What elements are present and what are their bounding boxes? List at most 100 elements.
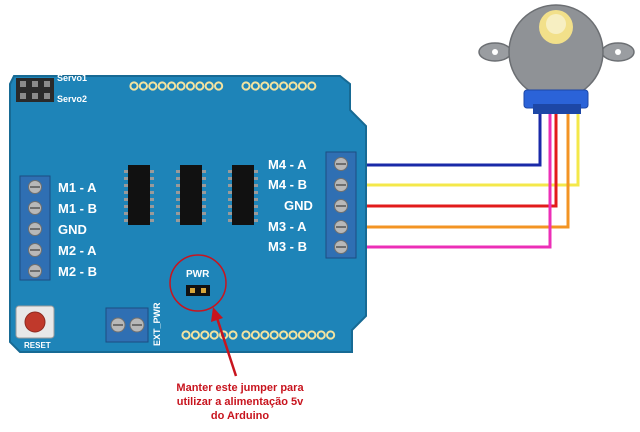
jumper-annotation: Manter este jumper para utilizar a alime… [176, 382, 304, 422]
servo2-label: Servo2 [57, 94, 87, 104]
wire-blue [358, 112, 542, 167]
header-pin-hole [181, 330, 191, 340]
header-pin-hole [307, 81, 317, 91]
ic-chip-leg [254, 177, 258, 180]
header-pin-hole [190, 330, 200, 340]
ic-chip-leg [202, 212, 206, 215]
bottom-header-pins [181, 330, 336, 340]
ic-chip-leg [124, 219, 128, 222]
ic-chip-leg [150, 177, 154, 180]
wires [358, 112, 580, 249]
motor-shaft [546, 14, 566, 34]
ic-chip-3 [232, 165, 254, 225]
right-terminal-labels: M4 - A M4 - B GND M3 - A M3 - B [268, 157, 313, 254]
ic-chip-leg [202, 219, 206, 222]
header-pin-hole [129, 81, 139, 91]
ic-chip-leg [254, 219, 258, 222]
ic-chip-leg [228, 170, 232, 173]
ic-chip-leg [228, 191, 232, 194]
ic-chip-leg [176, 219, 180, 222]
wire-pink [358, 112, 552, 249]
header-pin-hole [200, 330, 210, 340]
right-terminal-label: M3 - A [268, 219, 307, 234]
left-terminal-screws [28, 180, 42, 278]
ic-chip-leg [254, 184, 258, 187]
header-pin-hole [204, 81, 214, 91]
header-pin-hole [297, 81, 307, 91]
ic-chip-leg [150, 198, 154, 201]
ic-chip-leg [150, 170, 154, 173]
header-pin-hole [250, 330, 260, 340]
header-pin-hole [241, 330, 251, 340]
ic-chip-leg [228, 219, 232, 222]
servo-header-pins [20, 81, 50, 99]
header-pin-hole [241, 81, 251, 91]
pwr-jumper-callout-circle [169, 254, 227, 312]
top-header-pins [129, 81, 317, 91]
ic-chip-leg [124, 184, 128, 187]
header-pin-hole [307, 330, 317, 340]
ic-chip-leg [228, 205, 232, 208]
motor-shield-board: Servo1 Servo2 M1 - A M1 - B GND M2 - A M… [9, 73, 367, 353]
header-pin-hole [269, 330, 279, 340]
header-pin-hole [176, 81, 186, 91]
pwr-label: PWR [186, 269, 210, 280]
wire-orange [358, 112, 570, 229]
ic-chip-leg [124, 177, 128, 180]
ic-chip-leg [150, 191, 154, 194]
ic-chip-leg [228, 177, 232, 180]
motor-connector [533, 104, 581, 114]
callout-arrow [211, 307, 238, 377]
stepper-motor [478, 4, 635, 114]
ic-chip-leg [124, 205, 128, 208]
right-terminal-label: GND [284, 198, 313, 213]
ic-chip-leg [202, 198, 206, 201]
header-pin-hole [279, 330, 289, 340]
ic-chip-leg [254, 191, 258, 194]
reset-label: RESET [24, 341, 51, 350]
header-pin-hole [185, 81, 195, 91]
servo1-label: Servo1 [57, 73, 87, 83]
header-pin-hole [214, 81, 224, 91]
reset-button[interactable] [15, 305, 55, 339]
header-pin-hole [138, 81, 148, 91]
header-pin-hole [209, 330, 219, 340]
left-terminal-label: M1 - B [58, 201, 97, 216]
right-terminal-screws [334, 157, 348, 254]
header-pin-hole [288, 330, 298, 340]
left-terminal-label: M2 - B [58, 264, 97, 279]
left-terminal-label: GND [58, 222, 87, 237]
ic-chip-leg [202, 191, 206, 194]
ext-pwr-label: EXT_PWR [152, 302, 162, 346]
header-pin-hole [157, 81, 167, 91]
header-pin-hole [316, 330, 326, 340]
header-pin-hole [228, 330, 238, 340]
ic-chips [124, 165, 258, 225]
header-pin-hole [250, 81, 260, 91]
header-pin-hole [288, 81, 298, 91]
wire-red [358, 112, 558, 208]
ic-chip-leg [176, 177, 180, 180]
header-pin-hole [195, 81, 205, 91]
header-pin-hole [326, 330, 336, 340]
right-terminal-label: M3 - B [268, 239, 307, 254]
annotation-line-1: Manter este jumper para [176, 382, 304, 394]
pwr-jumper[interactable] [186, 285, 210, 296]
ic-chip-leg [254, 198, 258, 201]
ic-chip-leg [176, 170, 180, 173]
ic-chip-leg [124, 170, 128, 173]
right-terminal-label: M4 - B [268, 177, 307, 192]
header-pin-hole [260, 330, 270, 340]
ic-chip-1 [128, 165, 150, 225]
annotation-line-2: utilizar a alimentação 5v [177, 396, 304, 408]
ic-chip-leg [176, 205, 180, 208]
ic-chip-leg [150, 184, 154, 187]
ic-chip-leg [228, 198, 232, 201]
ic-chip-leg [202, 177, 206, 180]
ic-chip-leg [202, 184, 206, 187]
ic-chip-leg [124, 198, 128, 201]
right-terminal-label: M4 - A [268, 157, 307, 172]
ic-chip-leg [202, 205, 206, 208]
